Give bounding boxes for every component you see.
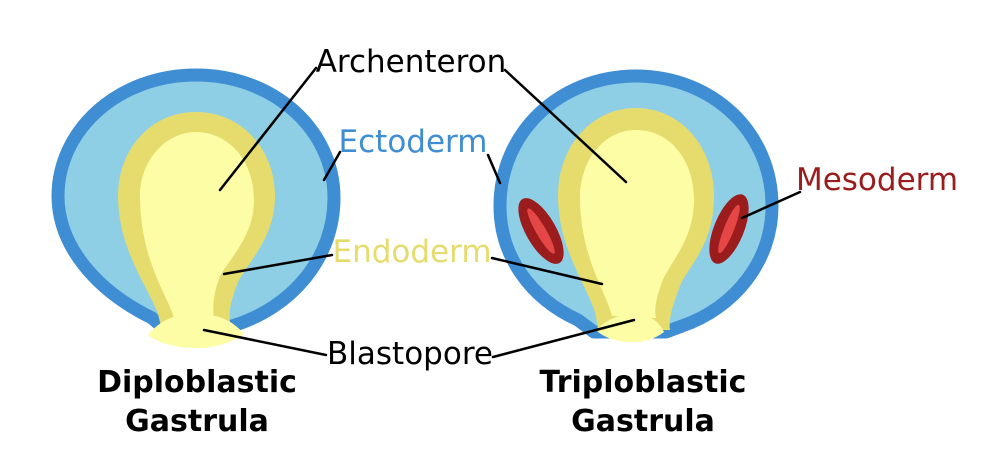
archenteron-label: Archenteron xyxy=(316,44,507,80)
ectoderm-leader-left xyxy=(322,150,342,182)
diploblastic-archenteron xyxy=(140,132,254,318)
leader-lines xyxy=(202,66,802,359)
diploblastic-gastrula xyxy=(51,68,341,348)
diploblastic-blastopore xyxy=(148,314,244,348)
triploblastic-blastopore xyxy=(596,314,664,342)
mesoderm-right xyxy=(709,194,749,264)
endoderm-leader-left xyxy=(222,253,334,276)
endoderm-leader-right xyxy=(490,256,604,286)
triploblastic-caption-line1: Triploblastic xyxy=(540,365,747,400)
blastopore-leader-right xyxy=(491,318,636,359)
triploblastic-archenteron xyxy=(580,130,694,318)
blastopore-label: Blastopore xyxy=(327,336,493,372)
archenteron-leader-left xyxy=(218,66,318,192)
archenteron-leader-right xyxy=(503,68,628,184)
ectoderm-leader-right xyxy=(486,153,502,185)
blastopore-leader-left xyxy=(202,328,328,357)
mesoderm-leader xyxy=(740,190,802,220)
endoderm-label: Endoderm xyxy=(332,234,491,270)
mesoderm-left xyxy=(518,198,564,264)
triploblastic-gastrula xyxy=(493,69,779,342)
diploblastic-caption-line2: Gastrula xyxy=(125,404,269,439)
diploblastic-caption-line1: Diploblastic xyxy=(97,365,297,400)
ectoderm-label: Ectoderm xyxy=(339,124,488,160)
triploblastic-caption-line2: Gastrula xyxy=(571,404,715,439)
mesoderm-label: Mesoderm xyxy=(796,162,958,198)
